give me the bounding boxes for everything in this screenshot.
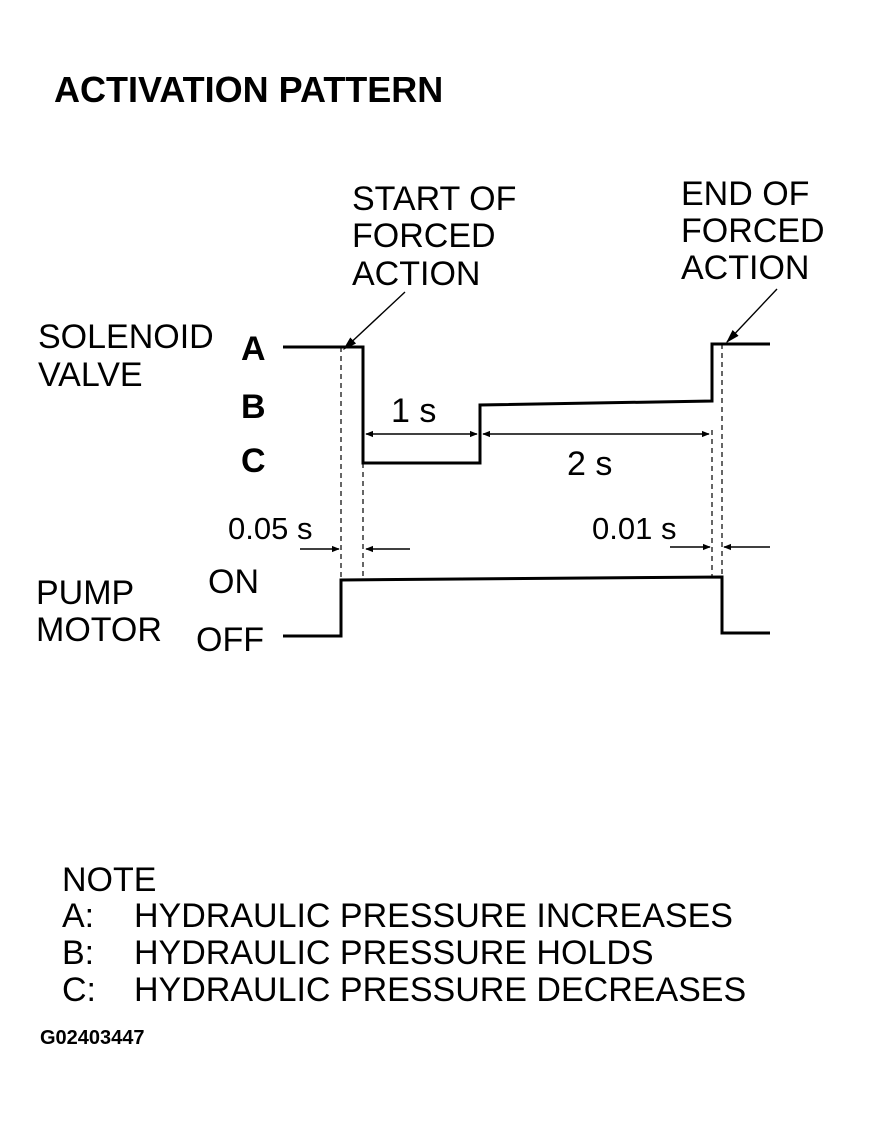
start-callout-line-3: ACTION xyxy=(352,255,480,293)
note-heading: NOTE xyxy=(62,861,156,899)
end-of-forced-action-callout: END OF FORCED ACTION xyxy=(681,175,825,344)
pump-motor-waveform xyxy=(283,575,770,638)
note-text-c: HYDRAULIC PRESSURE DECREASES xyxy=(134,971,746,1009)
pump-on-label: ON xyxy=(208,563,259,601)
solenoid-label-line-1: SOLENOID xyxy=(38,318,214,356)
start-callout-line-2: FORCED xyxy=(352,217,496,255)
end-callout-arrow xyxy=(726,288,778,344)
note-key-a: A: xyxy=(62,897,94,935)
start-of-forced-action-callout: START OF FORCED ACTION xyxy=(342,180,516,350)
note-section: NOTE A: HYDRAULIC PRESSURE INCREASES B: … xyxy=(62,861,746,1009)
diagram-title: ACTIVATION PATTERN xyxy=(54,69,443,110)
end-callout-line-1: END OF xyxy=(681,175,809,213)
level-b-label: B xyxy=(241,388,266,426)
pump-label-line-1: PUMP xyxy=(36,574,134,612)
pump-off-label: OFF xyxy=(196,621,264,659)
solenoid-waveform xyxy=(283,342,770,465)
start-callout-arrow xyxy=(342,291,406,350)
start-callout-line-1: START OF xyxy=(352,180,516,218)
pump-label-line-2: MOTOR xyxy=(36,611,162,649)
level-a-label: A xyxy=(241,330,266,368)
end-callout-line-3: ACTION xyxy=(681,249,809,287)
solenoid-label-line-2: VALVE xyxy=(38,356,143,394)
note-key-b: B: xyxy=(62,934,94,972)
end-delay-label: 0.01 s xyxy=(592,511,676,546)
note-key-c: C: xyxy=(62,971,96,1009)
one-second-label: 1 s xyxy=(391,392,436,430)
two-second-label: 2 s xyxy=(567,445,612,483)
figure-code: G02403447 xyxy=(40,1027,145,1049)
end-callout-line-2: FORCED xyxy=(681,212,825,250)
start-delay-label: 0.05 s xyxy=(228,511,312,546)
level-c-label: C xyxy=(241,442,266,480)
note-text-a: HYDRAULIC PRESSURE INCREASES xyxy=(134,897,733,935)
note-text-b: HYDRAULIC PRESSURE HOLDS xyxy=(134,934,654,972)
